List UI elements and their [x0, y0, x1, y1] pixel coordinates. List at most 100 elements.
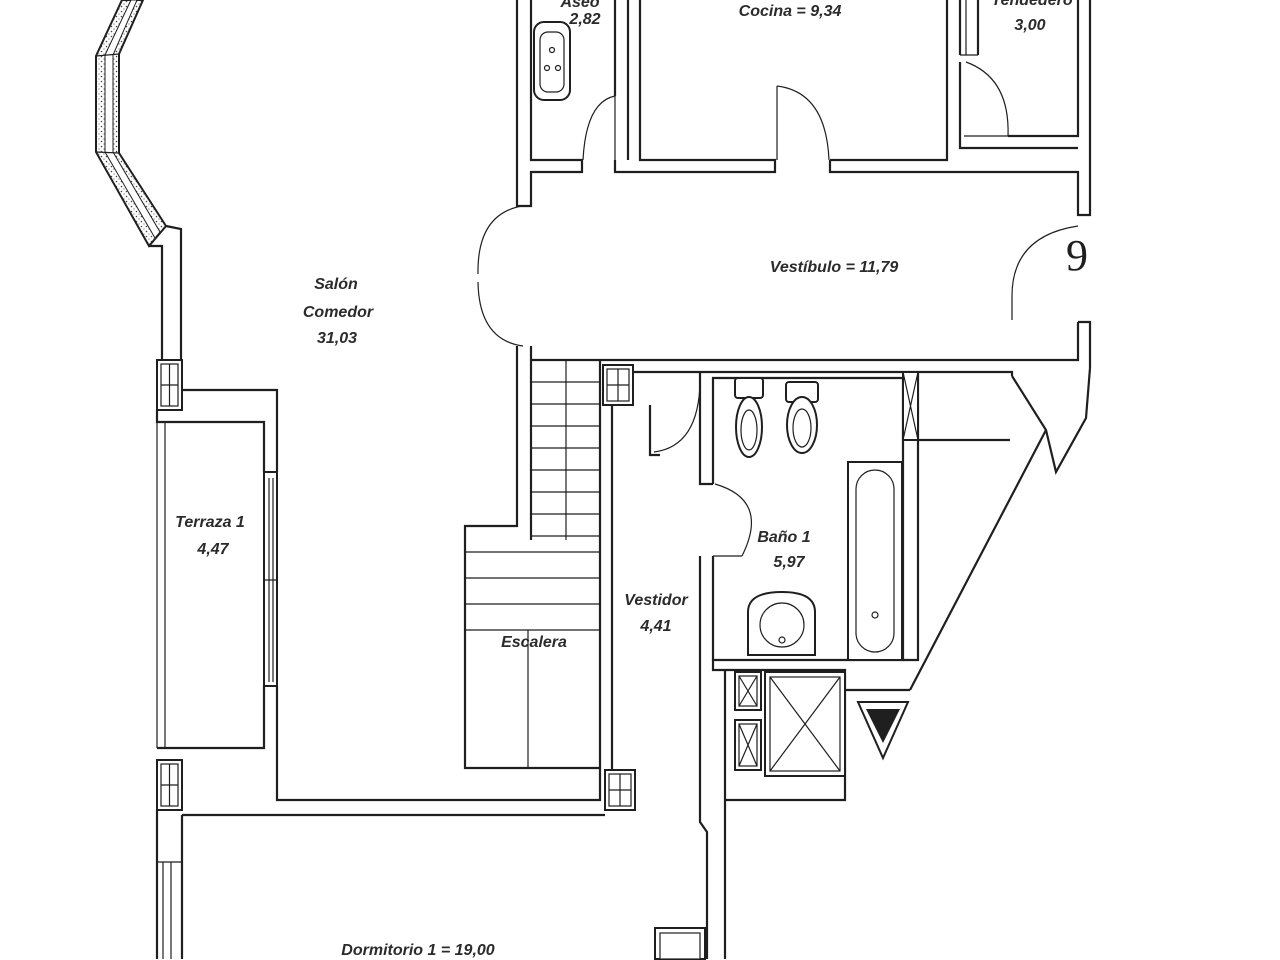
wall-segment	[633, 370, 1014, 376]
wall-segment	[613, 0, 777, 174]
plan-marker: 9	[1066, 231, 1088, 280]
door-swing	[653, 371, 701, 453]
pillar-cross	[609, 774, 631, 806]
wall-segment	[598, 360, 614, 770]
pillar-square	[654, 927, 706, 960]
walls-left	[149, 224, 605, 959]
sliding-door-panels	[264, 478, 277, 682]
room-area-vestidor: 4,41	[639, 618, 671, 635]
wall-segment	[463, 346, 600, 770]
pillar-square	[602, 364, 634, 406]
stair-treads	[531, 360, 600, 540]
wall-segment	[698, 556, 709, 959]
room-label-dormitorio: Dormitorio 1 = 19,00	[341, 942, 494, 959]
staircase	[465, 360, 614, 770]
bathtub-icon	[847, 461, 903, 661]
room-label-cocina: Cocina = 9,34	[739, 3, 842, 20]
shaft	[764, 671, 846, 777]
room-name-comedor: Comedor	[303, 304, 374, 321]
room-name-salon: Salón	[314, 276, 358, 293]
wall-segment	[165, 224, 183, 360]
wall-segment	[828, 0, 1092, 217]
bay-window	[95, 0, 168, 248]
terrace-railing	[156, 422, 166, 748]
shaft-cross	[902, 371, 919, 441]
door-swing	[477, 281, 524, 347]
washbasin-bowl	[759, 602, 805, 648]
walls-top	[515, 0, 1092, 217]
bathtub-basin	[855, 469, 895, 653]
wall-segment	[648, 405, 660, 457]
wall-segment	[157, 686, 266, 750]
triangle-fill	[866, 709, 900, 743]
shaft	[734, 719, 762, 771]
toilet-icon	[734, 377, 764, 458]
washbasin-drain	[548, 46, 556, 54]
room-name-vestidor: Vestidor	[624, 592, 688, 609]
wall-segment	[1008, 0, 1080, 138]
shaft	[902, 371, 919, 441]
bay-window-glass	[104, 0, 161, 239]
pillar-square	[604, 769, 636, 811]
wall-segment	[909, 429, 1047, 691]
wall-segment	[903, 372, 920, 662]
bidet-basin	[792, 408, 812, 448]
room-area-bano: 5,97	[773, 554, 805, 571]
pillar-cross	[607, 369, 629, 401]
wall-segment	[711, 660, 910, 692]
wall-segment	[275, 686, 602, 802]
room-area-salon-comedor: 31,03	[317, 330, 357, 347]
wall-segment	[958, 0, 980, 55]
washbasin-tap	[543, 64, 551, 72]
pillar-cross	[161, 764, 178, 806]
washbasin-tap	[554, 64, 562, 72]
stair-treads	[465, 551, 600, 768]
wall-segment	[155, 410, 266, 472]
window-frame	[960, 0, 978, 56]
wall-segment	[1078, 320, 1092, 368]
room-name-escalera: Escalera	[501, 634, 567, 651]
window-frame	[157, 861, 182, 959]
washbasin-drain	[778, 636, 786, 644]
door-swing	[582, 95, 616, 161]
shaft	[734, 671, 762, 711]
sliding-door	[263, 471, 278, 687]
wall-segment	[1011, 367, 1092, 476]
room-labels: Aseo 2,82 Cocina = 9,34 Tendedero 3,00 S…	[175, 0, 1088, 959]
washbasin-bowl	[539, 31, 565, 93]
room-area-terraza: 4,47	[196, 541, 229, 558]
shaft-cross	[769, 676, 841, 772]
walls-bano	[648, 367, 1092, 959]
wall-segment	[698, 372, 713, 486]
shaft-cross	[738, 675, 758, 707]
triangle-marker-icon	[856, 701, 910, 761]
bay-window-joint	[95, 53, 120, 154]
door-swing	[477, 205, 523, 275]
wall-segment	[182, 388, 279, 472]
room-name-aseo: Aseo	[559, 0, 599, 11]
room-label-vestibulo: Vestíbulo = 11,79	[770, 259, 899, 276]
door-swing	[776, 85, 830, 161]
room-name-terraza: Terraza 1	[175, 514, 245, 531]
toilet-tank	[734, 377, 764, 399]
washbasin-icon	[747, 590, 816, 656]
washbasin-icon	[533, 21, 571, 101]
wall-segment	[531, 322, 1080, 362]
walls-vestibulo	[463, 205, 1092, 770]
pillar-inner	[659, 932, 701, 960]
shaft-cross	[738, 723, 758, 767]
room-area-aseo: 2,82	[568, 11, 600, 28]
bathtub-drain	[871, 611, 879, 619]
door-swing	[965, 61, 1009, 137]
pillar-cross	[161, 364, 178, 406]
room-area-tendedero: 3,00	[1014, 17, 1045, 34]
room-name-bano: Baño 1	[757, 529, 810, 546]
room-name-tendedero: Tendedero	[991, 0, 1072, 9]
wall-segment	[149, 244, 164, 360]
pillar-square	[156, 359, 183, 411]
bidet-icon	[785, 381, 819, 454]
door-swing	[714, 483, 752, 557]
wall-segment	[958, 62, 1078, 150]
door-swing	[1011, 225, 1079, 320]
